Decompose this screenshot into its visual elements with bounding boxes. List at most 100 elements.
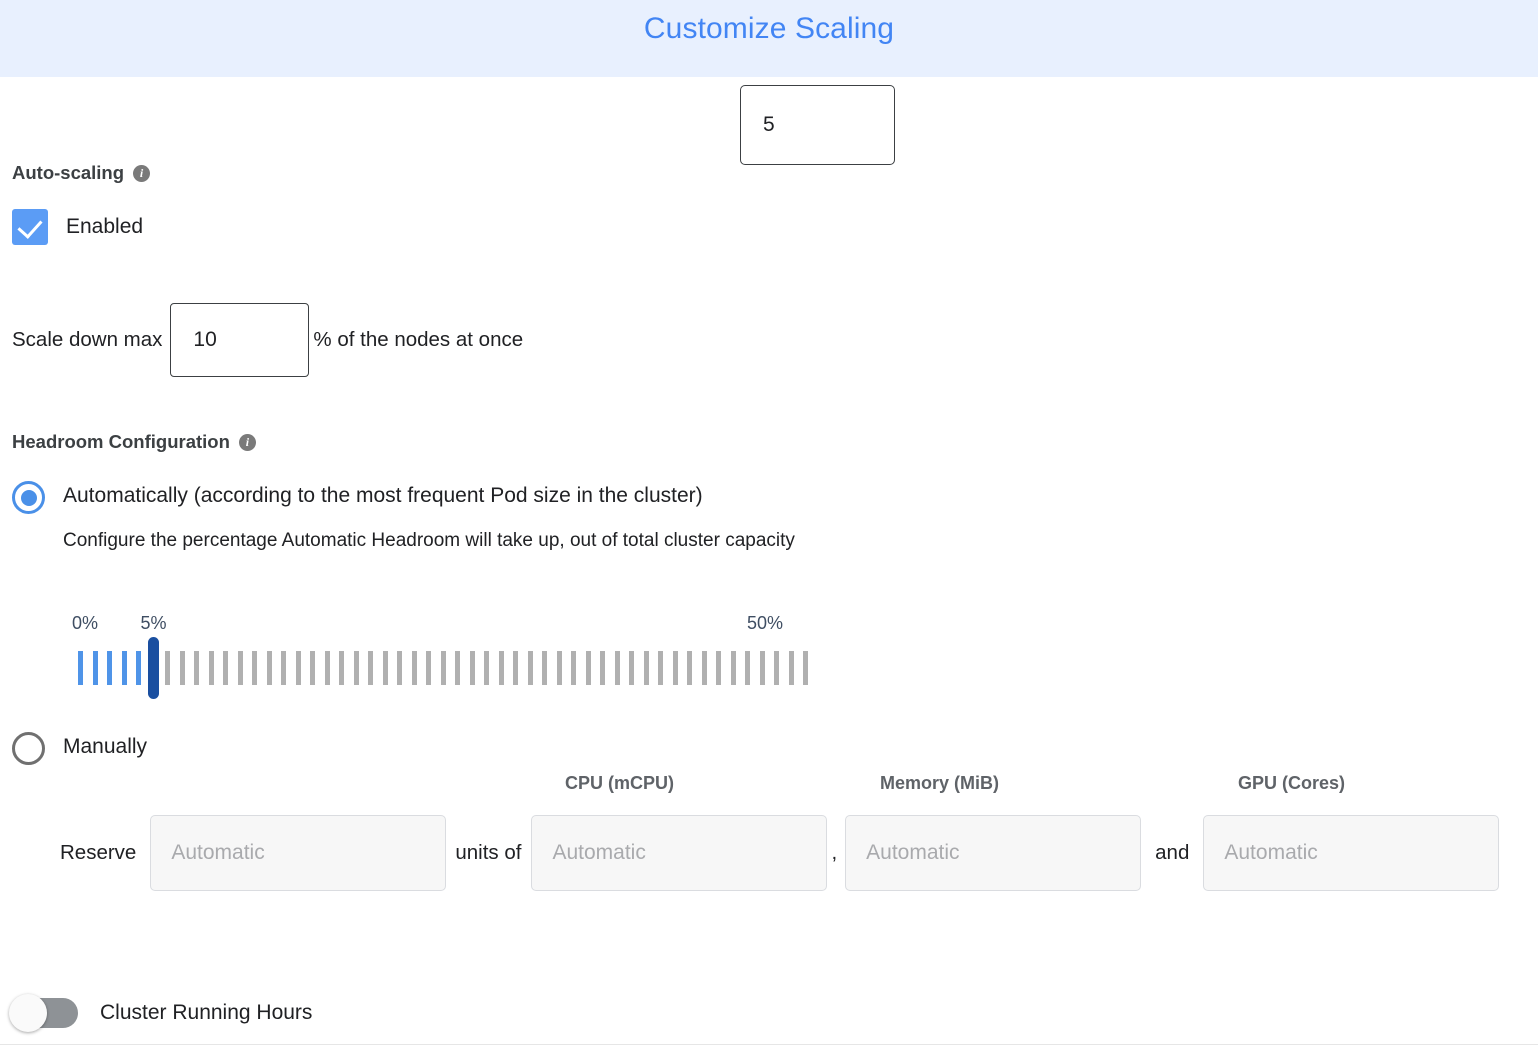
slider-tick[interactable] [411,651,417,685]
slider-tick[interactable] [730,651,736,685]
headroom-label-text: Headroom Configuration [12,431,230,452]
slider-tick[interactable] [194,651,199,685]
slider-tick[interactable] [339,651,344,685]
headroom-automatic-text: Automatically (according to the most fre… [63,481,795,552]
slider-tick[interactable] [701,651,707,685]
headroom-automatic-option[interactable]: Automatically (according to the most fre… [12,481,795,552]
cluster-running-hours-toggle[interactable] [9,994,78,1032]
slider-tick[interactable] [774,651,779,685]
slider-tick[interactable] [281,651,286,685]
reserve-label: Reserve [60,841,137,864]
reserve-column-headers: CPU (mCPU) Memory (MiB) GPU (Cores) [60,773,1530,803]
slider-tick[interactable] [571,651,576,685]
slider-tick[interactable] [585,651,591,685]
slider-current-label: 5% [140,613,167,633]
slider-tick[interactable] [687,651,692,685]
scale-down-max-suffix: % of the nodes at once [313,328,524,351]
reserve-units-input[interactable] [150,815,447,891]
slider-tick[interactable] [78,651,83,685]
slider-tick[interactable] [368,651,373,685]
reserve-inputs-row: Reserve units of , and [60,815,1530,891]
slider-tick[interactable] [629,651,634,685]
slider-tick[interactable] [556,651,562,685]
headroom-percentage-slider[interactable]: 0% 5% 50% [72,613,808,713]
reserve-gpu-input[interactable] [1203,815,1500,891]
slider-tick[interactable] [759,651,765,685]
slider-tick[interactable] [382,651,388,685]
headroom-manual-row[interactable]: Manually [12,732,147,765]
slider-tick[interactable] [600,651,605,685]
slider-tick[interactable] [223,651,228,685]
slider-tick[interactable] [803,651,808,685]
slider-thumb[interactable] [147,637,159,699]
autoscaling-section-label: Auto-scaling i [12,162,151,184]
slider-tick[interactable] [716,651,721,685]
autoscaling-label-text: Auto-scaling [12,162,125,183]
headroom-manual-option[interactable]: Manually [12,732,147,765]
slider-tick[interactable] [295,651,301,685]
scale-down-max-input[interactable] [170,303,310,377]
slider-tick[interactable] [614,651,620,685]
reserve-cpu-input[interactable] [531,815,828,891]
autoscaling-enabled-checkbox[interactable] [12,209,48,245]
slider-max-label: 50% [747,613,784,633]
slider-tick[interactable] [324,651,330,685]
and-label: and [1155,841,1190,864]
reserve-resources-area: CPU (mCPU) Memory (MiB) GPU (Cores) Rese… [60,773,1530,891]
slider-tick[interactable] [469,651,475,685]
slider-tick[interactable] [353,651,359,685]
slider-tick[interactable] [136,651,141,685]
slider-tick[interactable] [237,651,243,685]
radio-manually[interactable] [12,732,45,765]
info-icon[interactable]: i [133,164,151,182]
info-icon[interactable]: i [238,433,256,451]
headroom-configuration-section: Headroom Configuration i Automatically (… [12,431,795,552]
units-of-label: units of [455,841,522,864]
slider-tick[interactable] [542,651,547,685]
radio-automatic-description: Configure the percentage Automatic Headr… [63,530,795,552]
slider-tick[interactable] [455,651,460,685]
autoscaling-enabled-row[interactable]: Enabled [12,209,150,245]
slider-tick-labels: 0% 5% 50% [72,613,808,639]
page-title: Customize Scaling [643,11,895,45]
slider-tick[interactable] [745,651,750,685]
headroom-percentage-input[interactable] [740,85,895,165]
slider-tick[interactable] [426,651,431,685]
reserve-memory-input[interactable] [845,815,1142,891]
scale-down-max-row: Scale down max % of the nodes at once [12,303,523,377]
slider-track[interactable] [78,637,808,699]
slider-tick[interactable] [165,651,170,685]
slider-tick[interactable] [252,651,257,685]
cluster-running-hours-row[interactable]: Cluster Running Hours [9,994,313,1032]
cluster-running-hours-label: Cluster Running Hours [100,1001,313,1024]
column-header-cpu: CPU (mCPU) [565,773,675,793]
dialog-header: Customize Scaling [0,0,1538,77]
slider-tick[interactable] [498,651,504,685]
slider-tick[interactable] [179,651,185,685]
slider-tick[interactable] [266,651,272,685]
radio-automatic[interactable] [12,481,45,514]
slider-tick[interactable] [643,651,649,685]
slider-tick[interactable] [484,651,489,685]
slider-tick[interactable] [658,651,663,685]
slider-tick[interactable] [107,651,112,685]
slider-tick[interactable] [397,651,402,685]
slider-tick[interactable] [92,651,98,685]
slider-tick[interactable] [672,651,678,685]
column-header-memory: Memory (MiB) [880,773,1000,793]
headroom-section-label: Headroom Configuration i [12,431,795,453]
radio-manually-label: Manually [63,735,148,758]
slider-tick[interactable] [527,651,533,685]
toggle-knob [9,994,47,1032]
autoscaling-enabled-label: Enabled [66,215,144,238]
scale-down-max-label: Scale down max [12,328,163,351]
slider-tick[interactable] [208,651,214,685]
slider-tick[interactable] [121,651,127,685]
slider-tick[interactable] [440,651,446,685]
slider-min-label: 0% [72,613,99,633]
slider-tick[interactable] [310,651,315,685]
slider-tick[interactable] [513,651,518,685]
slider-tick[interactable] [788,651,794,685]
autoscaling-section: Auto-scaling i Enabled [12,162,151,245]
column-header-gpu: GPU (Cores) [1238,773,1346,793]
